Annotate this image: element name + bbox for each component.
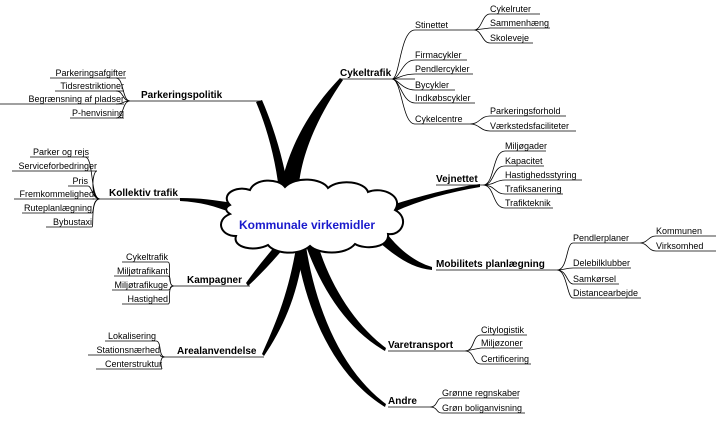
- branch-varetransport[interactable]: Varetransport: [388, 340, 454, 351]
- group-samkorsel[interactable]: Samkørsel: [573, 274, 616, 284]
- item-parker-og-rejs[interactable]: Parker og rejs: [33, 147, 90, 157]
- item-kommunen[interactable]: Kommunen: [656, 226, 702, 236]
- connector-parkering: [256, 100, 290, 200]
- item-ruteplanlaegning[interactable]: Ruteplanlægning: [24, 203, 92, 213]
- connector-kampagner: [246, 245, 284, 286]
- item-citylogistik[interactable]: Citylogistik: [481, 325, 525, 335]
- branch-vejnettet[interactable]: Vejnettet: [436, 174, 478, 185]
- item-gron-boliganvisning[interactable]: Grøn boliganvisning: [442, 403, 522, 413]
- item-kapacitet[interactable]: Kapacitet: [505, 156, 543, 166]
- item-miljotrafikant[interactable]: Miljøtrafikant: [117, 266, 169, 276]
- item-pris[interactable]: Pris: [73, 176, 89, 186]
- item-hastighed[interactable]: Hastighed: [127, 294, 168, 304]
- branch-cykeltrafik[interactable]: Cykeltrafik: [340, 68, 392, 79]
- branch-kampagner[interactable]: Kampagner: [187, 275, 242, 286]
- item-tidsrestriktioner[interactable]: Tidsrestriktioner: [60, 81, 124, 91]
- branch-kollektiv-trafik[interactable]: Kollektiv trafik: [109, 188, 178, 199]
- group-cykelcentre[interactable]: Cykelcentre: [415, 114, 463, 124]
- item-sammenhaeng[interactable]: Sammenhæng: [490, 18, 549, 28]
- item-miljozoner[interactable]: Miljøzoner: [481, 338, 523, 348]
- connector-kollektiv: [180, 198, 232, 213]
- item-trafikteknik[interactable]: Trafikteknik: [505, 198, 551, 208]
- item-serviceforbedringer[interactable]: Serviceforbedringer: [18, 161, 97, 171]
- item-parkeringsafgifter[interactable]: Parkeringsafgifter: [55, 68, 126, 78]
- item-hastighedsstyring[interactable]: Hastighedsstyring: [505, 170, 577, 180]
- item-begraensning[interactable]: Begrænsning af pladser: [28, 94, 124, 104]
- item-miljogader[interactable]: Miljøgader: [505, 141, 547, 151]
- item-trafiksanering[interactable]: Trafiksanering: [505, 184, 562, 194]
- group-bycykler[interactable]: Bycykler: [415, 80, 449, 90]
- center-cloud: [220, 178, 405, 254]
- connector-vejnettet: [392, 184, 480, 212]
- item-certificering[interactable]: Certificering: [481, 354, 529, 364]
- group-firmacykler[interactable]: Firmacykler: [415, 50, 462, 60]
- item-miljotrafikuge[interactable]: Miljøtrafikuge: [114, 280, 168, 290]
- item-kamp-cykeltrafik[interactable]: Cykeltrafik: [126, 252, 169, 262]
- item-lokalisering[interactable]: Lokalisering: [108, 331, 156, 341]
- item-gronne-regnskaber[interactable]: Grønne regnskaber: [442, 388, 520, 398]
- group-pendlercykler[interactable]: Pendlercykler: [415, 64, 470, 74]
- connector-cykeltrafik: [278, 78, 343, 200]
- item-p-henvisning[interactable]: P-henvisning: [72, 108, 124, 118]
- group-distancearbejde[interactable]: Distancearbejde: [573, 288, 638, 298]
- item-fremkommelighed[interactable]: Fremkommelighed: [19, 189, 94, 199]
- branch-parkeringspolitik[interactable]: Parkeringspolitik: [141, 90, 223, 101]
- item-stationsnaerhed[interactable]: Stationsnærhed: [96, 345, 160, 355]
- branch-mobilitet[interactable]: Mobilitets planlægning: [436, 259, 545, 270]
- item-centerstruktur[interactable]: Centerstruktur: [105, 359, 162, 369]
- item-virksomhed[interactable]: Virksomhed: [656, 241, 703, 251]
- group-pendlerplaner[interactable]: Pendlerplaner: [573, 233, 629, 243]
- branch-andre[interactable]: Andre: [388, 396, 417, 407]
- group-indkobscykler[interactable]: Indkøbscykler: [415, 93, 471, 103]
- item-vaerkstedsfaciliteter[interactable]: Værkstedsfaciliteter: [490, 121, 569, 131]
- item-parkeringsforhold[interactable]: Parkeringsforhold: [490, 106, 561, 116]
- item-skoleveje[interactable]: Skoleveje: [490, 33, 529, 43]
- group-stinettet[interactable]: Stinettet: [415, 20, 449, 30]
- branch-arealanvendelse[interactable]: Arealanvendelse: [177, 346, 257, 357]
- connector-mobilitet: [380, 235, 432, 270]
- connector-arealanvendelse: [262, 248, 304, 356]
- item-cykelruter[interactable]: Cykelruter: [490, 4, 531, 14]
- connector-andre: [296, 246, 386, 407]
- connector-varetransport: [306, 245, 386, 351]
- item-bybustaxi[interactable]: Bybustaxi: [53, 217, 92, 227]
- center-label: Kommunale virkemidler: [239, 218, 375, 232]
- group-delebilklubber[interactable]: Delebilklubber: [573, 258, 630, 268]
